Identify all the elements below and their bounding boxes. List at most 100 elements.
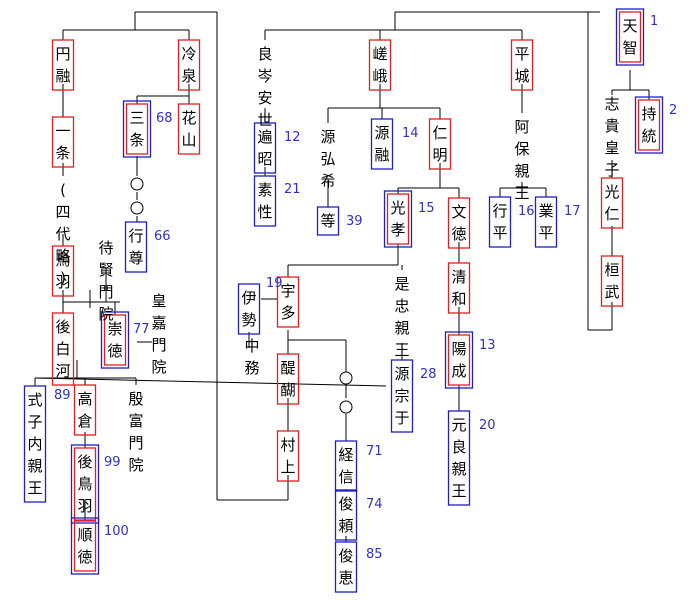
person-name-motoyoshi: 元良親王: [451, 416, 466, 500]
emperor-box-saga: [368, 39, 392, 91]
emperor-box-konin: [600, 177, 624, 229]
person-name-gyoson: 行尊: [128, 227, 143, 267]
person-name-koko: 光孝: [390, 199, 405, 239]
person-name-minamotonohiromare: 源弘希: [320, 128, 335, 190]
emperor-box-takakura: [73, 384, 97, 436]
poet-box-toshiyori: [334, 489, 358, 541]
person-name-gotoba: 後鳥羽: [77, 453, 92, 515]
person-name-sutoku: 崇徳: [107, 320, 122, 360]
person-boxes: [23, 8, 664, 593]
person-name-ichijo: 一条: [55, 122, 70, 162]
poet-number-sanjo: 68: [156, 111, 173, 126]
person-name-kazan: 花山: [181, 109, 196, 149]
poet-number-toshiyori: 74: [366, 497, 383, 512]
person-name-shikishi: 式子内親王: [27, 391, 42, 497]
person-name-toshiyori: 俊頼: [338, 495, 353, 535]
poet-box-jito: [634, 96, 664, 154]
poet-number-koko: 15: [418, 201, 435, 216]
poet-box-muneyuki: [390, 359, 414, 433]
person-name-toru: 源融: [374, 124, 389, 164]
emperor-box-montoku: [447, 197, 471, 249]
emperor-box-goshirakawa: [51, 312, 75, 386]
person-name-narihira: 業平: [538, 202, 553, 242]
emperor-box-ichijo: [51, 116, 75, 168]
omitted-generation-circle: [130, 201, 144, 215]
poet-box-henjo: [253, 122, 277, 174]
person-name-juntoku: 順徳: [77, 526, 92, 566]
poet-number-ise: 19: [266, 276, 283, 291]
poet-number-yukihira: 16: [518, 204, 535, 219]
poet-number-tsunenobu: 71: [366, 444, 383, 459]
poet-number-narihira: 17: [564, 204, 581, 219]
emperor-box-sanjo: [125, 103, 149, 155]
person-name-uda: 宇多: [280, 282, 295, 322]
emperor-box-juntoku: [73, 520, 97, 572]
poet-number-sosei: 21: [284, 182, 301, 197]
poet-number-yozei: 13: [479, 338, 496, 353]
poet-box-yozei: [444, 331, 474, 389]
person-name-murakami: 村上: [280, 436, 295, 476]
person-name-shiki: 志貴皇子: [604, 95, 619, 179]
emperor-box-seiwa: [447, 262, 471, 314]
person-name-saga: 嵯峨: [372, 45, 387, 85]
poet-box-gyoson: [124, 221, 148, 273]
person-names: 天智持統志貴皇子光仁桓武平城嵯峨良岑安世遍昭素性源弘希等源融仁明光孝文徳清和陽成…: [27, 17, 656, 587]
emperor-box-kazan: [177, 103, 201, 155]
poet-number-muneyuki: 28: [420, 367, 437, 382]
poet-box-sanjo: [122, 100, 152, 158]
emperor-box-ninmyo: [428, 118, 452, 170]
poet-box-ise: [237, 283, 261, 335]
poet-number-juntoku: 100: [104, 524, 129, 539]
poet-box-hitoshi: [316, 206, 340, 236]
poet-box-gotoba: [70, 444, 100, 524]
poet-box-juntoku: [70, 517, 100, 575]
person-name-enyu: 円融: [55, 45, 70, 85]
poet-box-narihira: [534, 196, 558, 248]
person-name-toba: 鳥羽: [55, 251, 70, 291]
person-name-tsunenobu: 経信: [338, 446, 353, 486]
person-name-abo: 阿保親王: [514, 118, 529, 202]
emperor-box-gotoba: [73, 447, 97, 521]
poet-box-motoyoshi: [447, 410, 471, 506]
poet-box-yukihira: [488, 196, 512, 248]
omitted-generation-circle: [130, 177, 144, 191]
person-name-nakatsukasa: 中務: [244, 337, 259, 377]
poet-number-tenji: 1: [650, 14, 658, 29]
emperor-box-daigo: [276, 353, 300, 405]
person-name-seiwa: 清和: [451, 268, 466, 308]
person-name-tenji: 天智: [622, 17, 637, 57]
emperor-box-yozei: [447, 334, 471, 386]
person-name-yozei: 陽成: [451, 340, 466, 380]
emperor-box-tenji: [618, 11, 642, 63]
person-name-ninmyo: 仁明: [432, 124, 447, 164]
poet-number-jito: 2: [669, 103, 677, 118]
poet-number-hitoshi: 39: [346, 214, 363, 229]
poet-number-toru: 14: [402, 126, 419, 141]
emperor-box-sutoku: [103, 314, 127, 366]
poet-box-sutoku: [100, 311, 130, 369]
person-name-daigo: 醍醐: [280, 359, 295, 399]
person-name-taikenmonin: 待賢門院: [98, 239, 113, 323]
person-name-ise: 伊勢: [241, 289, 256, 329]
emperor-box-murakami: [276, 430, 300, 482]
emperor-box-heizei: [510, 39, 534, 91]
person-name-kokamonin: 皇嘉門院: [151, 292, 166, 376]
person-name-goshirakawa: 後白河: [55, 318, 70, 380]
connector-lines: [34, 11, 650, 542]
poet-box-tenji: [615, 8, 645, 66]
poet-number-gyoson: 66: [154, 229, 171, 244]
person-name-hitoshi: 等: [320, 212, 335, 230]
person-name-kanmu: 桓武: [604, 261, 619, 301]
poet-box-koko: [383, 190, 413, 248]
person-name-koretada: 是忠親王: [394, 275, 409, 359]
poet-box-toru: [370, 118, 394, 170]
person-name-yondairyaku: (四代略): [55, 181, 70, 287]
emperor-box-jito: [637, 99, 661, 151]
emperor-box-kanmu: [600, 255, 624, 307]
person-name-henjo: 遍昭: [257, 128, 272, 168]
person-name-reizei: 冷泉: [181, 45, 196, 85]
person-name-intomonin: 殷富門院: [128, 390, 143, 474]
omitted-generation-circle: [339, 371, 353, 385]
